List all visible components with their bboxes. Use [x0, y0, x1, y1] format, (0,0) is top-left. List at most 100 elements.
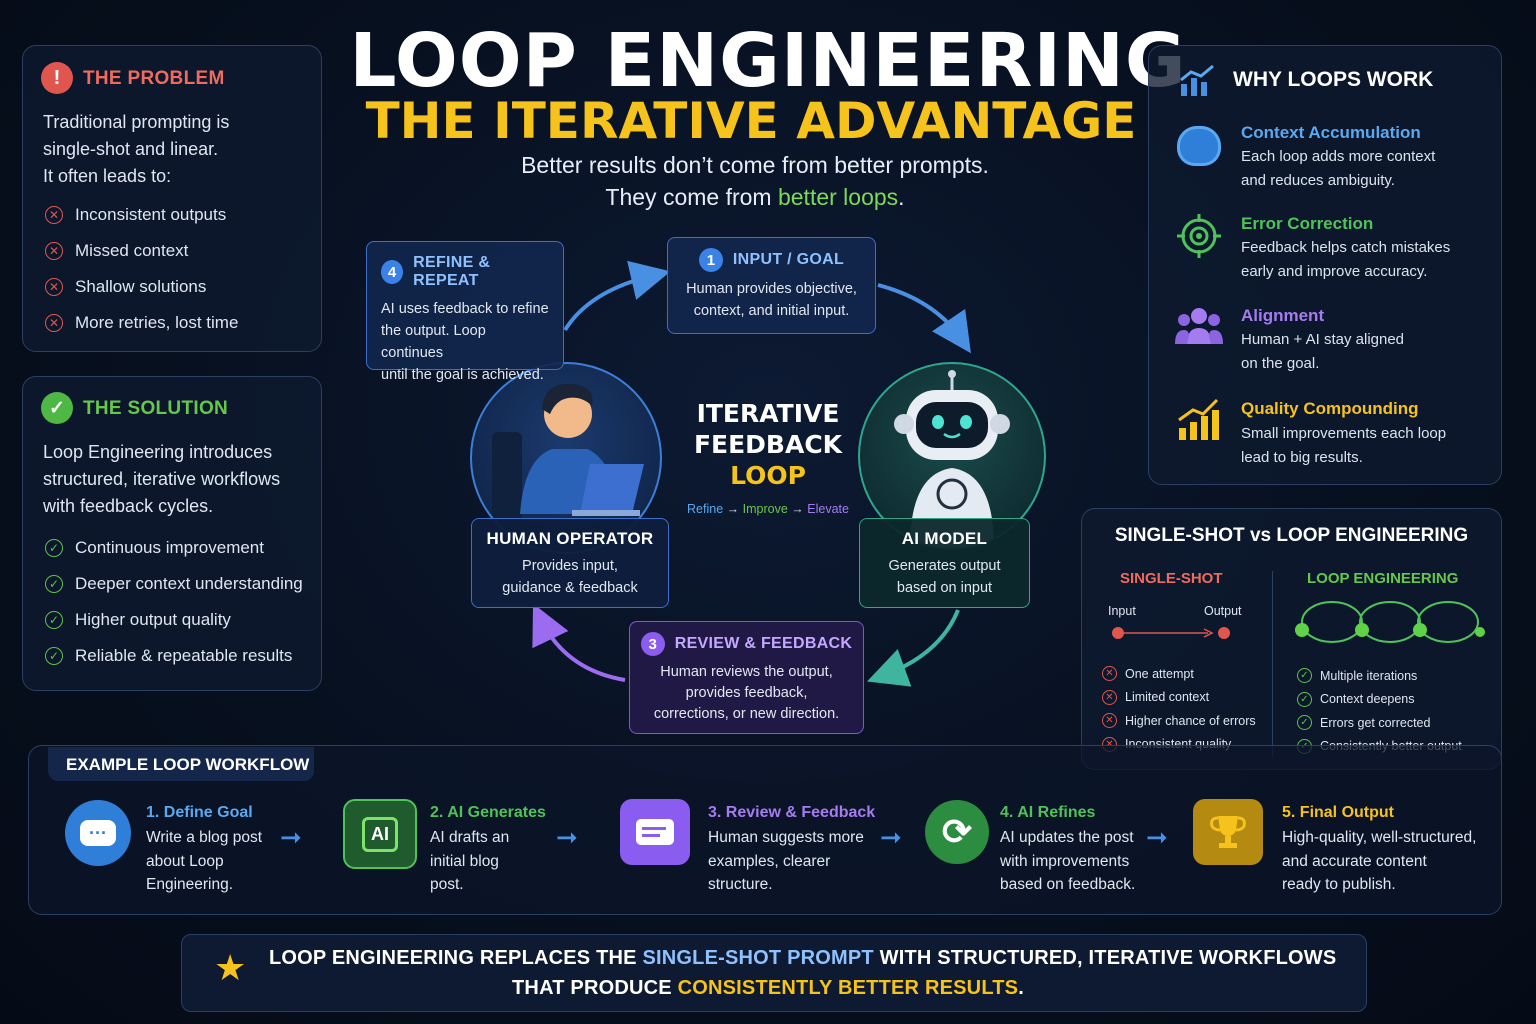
step-number-badge: 1 — [698, 248, 723, 272]
desc-line: and accurate content — [1282, 852, 1427, 870]
step-input-goal: 1 INPUT / GOAL Human provides objective,… — [667, 237, 876, 334]
problem-body-line: It often leads to: — [43, 166, 172, 186]
check-circle-icon: ✓ — [1297, 668, 1312, 684]
x-circle-icon: ✕ — [1102, 713, 1117, 729]
loop-engineering-title: LOOP ENGINEERING — [1307, 570, 1459, 587]
loop-center-line: FEEDBACK — [693, 430, 843, 459]
problem-body-line: Traditional prompting is — [43, 112, 230, 132]
ai-chip-label: AI — [362, 816, 398, 852]
step-input-desc: Human provides objective, context, and i… — [680, 278, 863, 322]
tagline-post: . — [898, 184, 905, 210]
workflow-arrow-icon: ➞ — [556, 822, 578, 852]
workflow-arrow-icon: ➞ — [1146, 822, 1168, 852]
desc-line: and reduces ambiguity. — [1241, 172, 1395, 189]
x-circle-icon: ✕ — [1102, 689, 1117, 705]
x-circle-icon: ✕ — [45, 206, 63, 224]
sub-word-elevate: Elevate — [807, 502, 849, 516]
step-number-badge: 3 — [640, 632, 665, 656]
single-item: ✕Higher chance of errors — [1102, 709, 1256, 733]
desc-line: about Loop — [146, 852, 224, 870]
desc-line: examples, clearer — [708, 852, 831, 870]
why-item-desc: Human + AI stay aligned on the goal. — [1241, 328, 1404, 376]
growth-chart-icon — [1180, 64, 1214, 96]
workflow-step-desc: AI updates the post with improvements ba… — [1000, 826, 1135, 897]
why-item-desc: Feedback helps catch mistakes early and … — [1241, 236, 1450, 284]
step-input-header: 1 INPUT / GOAL — [680, 248, 863, 272]
solution-item: ✓Continuous improvement — [45, 530, 303, 566]
desc-line: Engineering. — [146, 876, 234, 893]
desc-line: Provides input, — [522, 558, 618, 574]
desc-line: AI drafts an — [430, 829, 510, 846]
footer-line-1: LOOP ENGINEERING REPLACES THE SINGLE-SHO… — [269, 947, 1336, 970]
single-item-label: Limited context — [1125, 690, 1210, 705]
problem-item: ✕Missed context — [45, 233, 238, 269]
compare-panel: SINGLE-SHOT vs LOOP ENGINEERING SINGLE-S… — [1081, 508, 1502, 770]
desc-line: based on input — [896, 580, 993, 596]
workflow-title: EXAMPLE LOOP WORKFLOW — [66, 755, 310, 774]
desc-line: lead to big results. — [1241, 449, 1363, 466]
footer-banner — [181, 934, 1367, 1012]
loop-cycles-diagram — [1295, 601, 1485, 643]
single-shot-list: ✕One attempt ✕ Limited context ✕Higher ch… — [1102, 662, 1256, 756]
problem-body-line: single-shot and linear. — [43, 139, 219, 159]
compare-title: SINGLE-SHOT vs LOOP ENGINEERING — [1114, 525, 1469, 546]
desc-line: early and improve accuracy. — [1241, 263, 1428, 280]
tagline-line-2: They come from better loops. — [0, 184, 1510, 211]
sub-arrow: → — [726, 502, 740, 516]
desc-line: Small improvements each loop — [1241, 425, 1447, 442]
warning-icon: ! — [41, 62, 73, 94]
workflow-arrow-icon: ➞ — [280, 822, 302, 852]
arrow-input-to-ai — [877, 283, 971, 354]
ai-model-title: AI MODEL — [901, 529, 988, 548]
desc-line: the output. Loop continues — [381, 323, 486, 361]
desc-line: until the goal is achieved. — [381, 367, 544, 383]
desc-line: initial blog — [430, 852, 499, 870]
step-review-desc: Human reviews the output, provides feedb… — [638, 662, 855, 725]
step-review-feedback: 3 REVIEW & FEEDBACK Human reviews the ou… — [629, 621, 864, 734]
page-title: LOOP ENGINEERING — [349, 18, 1187, 104]
solution-body: Loop Engineering introduces structured, … — [43, 439, 280, 520]
desc-line: guidance & feedback — [502, 580, 638, 596]
problem-title: THE PROBLEM — [83, 68, 225, 89]
loop-engineering-list: ✓Multiple iterations ✓Context deepens ✓E… — [1297, 664, 1462, 758]
desc-line: AI updates the post — [1000, 829, 1134, 846]
problem-item-label: Shallow solutions — [75, 277, 207, 296]
workflow-step-desc: AI drafts an initial blog post. — [430, 826, 509, 897]
solution-panel: ✓ THE SOLUTION Loop Engineering introduc… — [22, 376, 322, 691]
workflow-step-title: 1. Define Goal — [146, 804, 253, 821]
growth-chart-icon — [1178, 398, 1219, 440]
step-refine-repeat: 4 REFINE & REPEAT AI uses feedback to re… — [366, 241, 564, 383]
solution-item-label: Reliable & repeatable results — [75, 646, 293, 665]
why-loops-panel: WHY LOOPS WORK Context Accumulation Each… — [1148, 45, 1502, 485]
single-shot-line-diagram — [1112, 627, 1230, 639]
solution-item-label: Deeper context understanding — [75, 574, 303, 593]
star-icon: ★ — [214, 947, 247, 988]
single-item: ✕One attempt — [1102, 662, 1256, 686]
loop-item-label: Context deepens — [1320, 692, 1415, 707]
tagline-pre: They come from — [605, 184, 778, 210]
human-at-laptop-icon — [492, 383, 644, 532]
sub-word-refine: Refine — [687, 502, 724, 516]
problem-item: ✕Shallow solutions — [45, 269, 238, 305]
x-circle-icon: ✕ — [45, 314, 63, 332]
problem-item-label: Inconsistent outputs — [75, 205, 227, 224]
desc-line: Human + AI stay aligned — [1241, 331, 1405, 348]
step-review-title: REVIEW & FEEDBACK — [674, 635, 853, 652]
desc-line: High-quality, well-structured, — [1282, 829, 1477, 846]
ai-model-card: AI MODEL Generates output based on input — [859, 518, 1030, 608]
solution-body-line: with feedback cycles. — [43, 496, 214, 516]
step-review-header: 3 REVIEW & FEEDBACK — [638, 632, 855, 656]
why-item-title: Error Correction — [1241, 214, 1374, 233]
step-number-badge: 4 — [381, 260, 404, 284]
solution-item-label: Higher output quality — [75, 610, 231, 629]
solution-body-line: structured, iterative workflows — [43, 469, 281, 489]
footer-line-2: THAT PRODUCE CONSISTENTLY BETTER RESULTS… — [0, 977, 1536, 1000]
solution-item: ✓Deeper context understanding — [45, 566, 303, 602]
check-circle-icon: ✓ — [45, 647, 63, 665]
page-subtitle: THE ITERATIVE ADVANTAGE — [365, 92, 1137, 150]
loop-item: ✓Errors get corrected — [1297, 711, 1462, 735]
human-operator-card: HUMAN OPERATOR Provides input, guidance … — [471, 518, 669, 608]
problem-list: ✕Inconsistent outputs ✕Missed context ✕S… — [45, 197, 238, 341]
problem-item-label: Missed context — [75, 241, 189, 260]
step-refine-desc: AI uses feedback to refine the output. L… — [381, 298, 549, 386]
